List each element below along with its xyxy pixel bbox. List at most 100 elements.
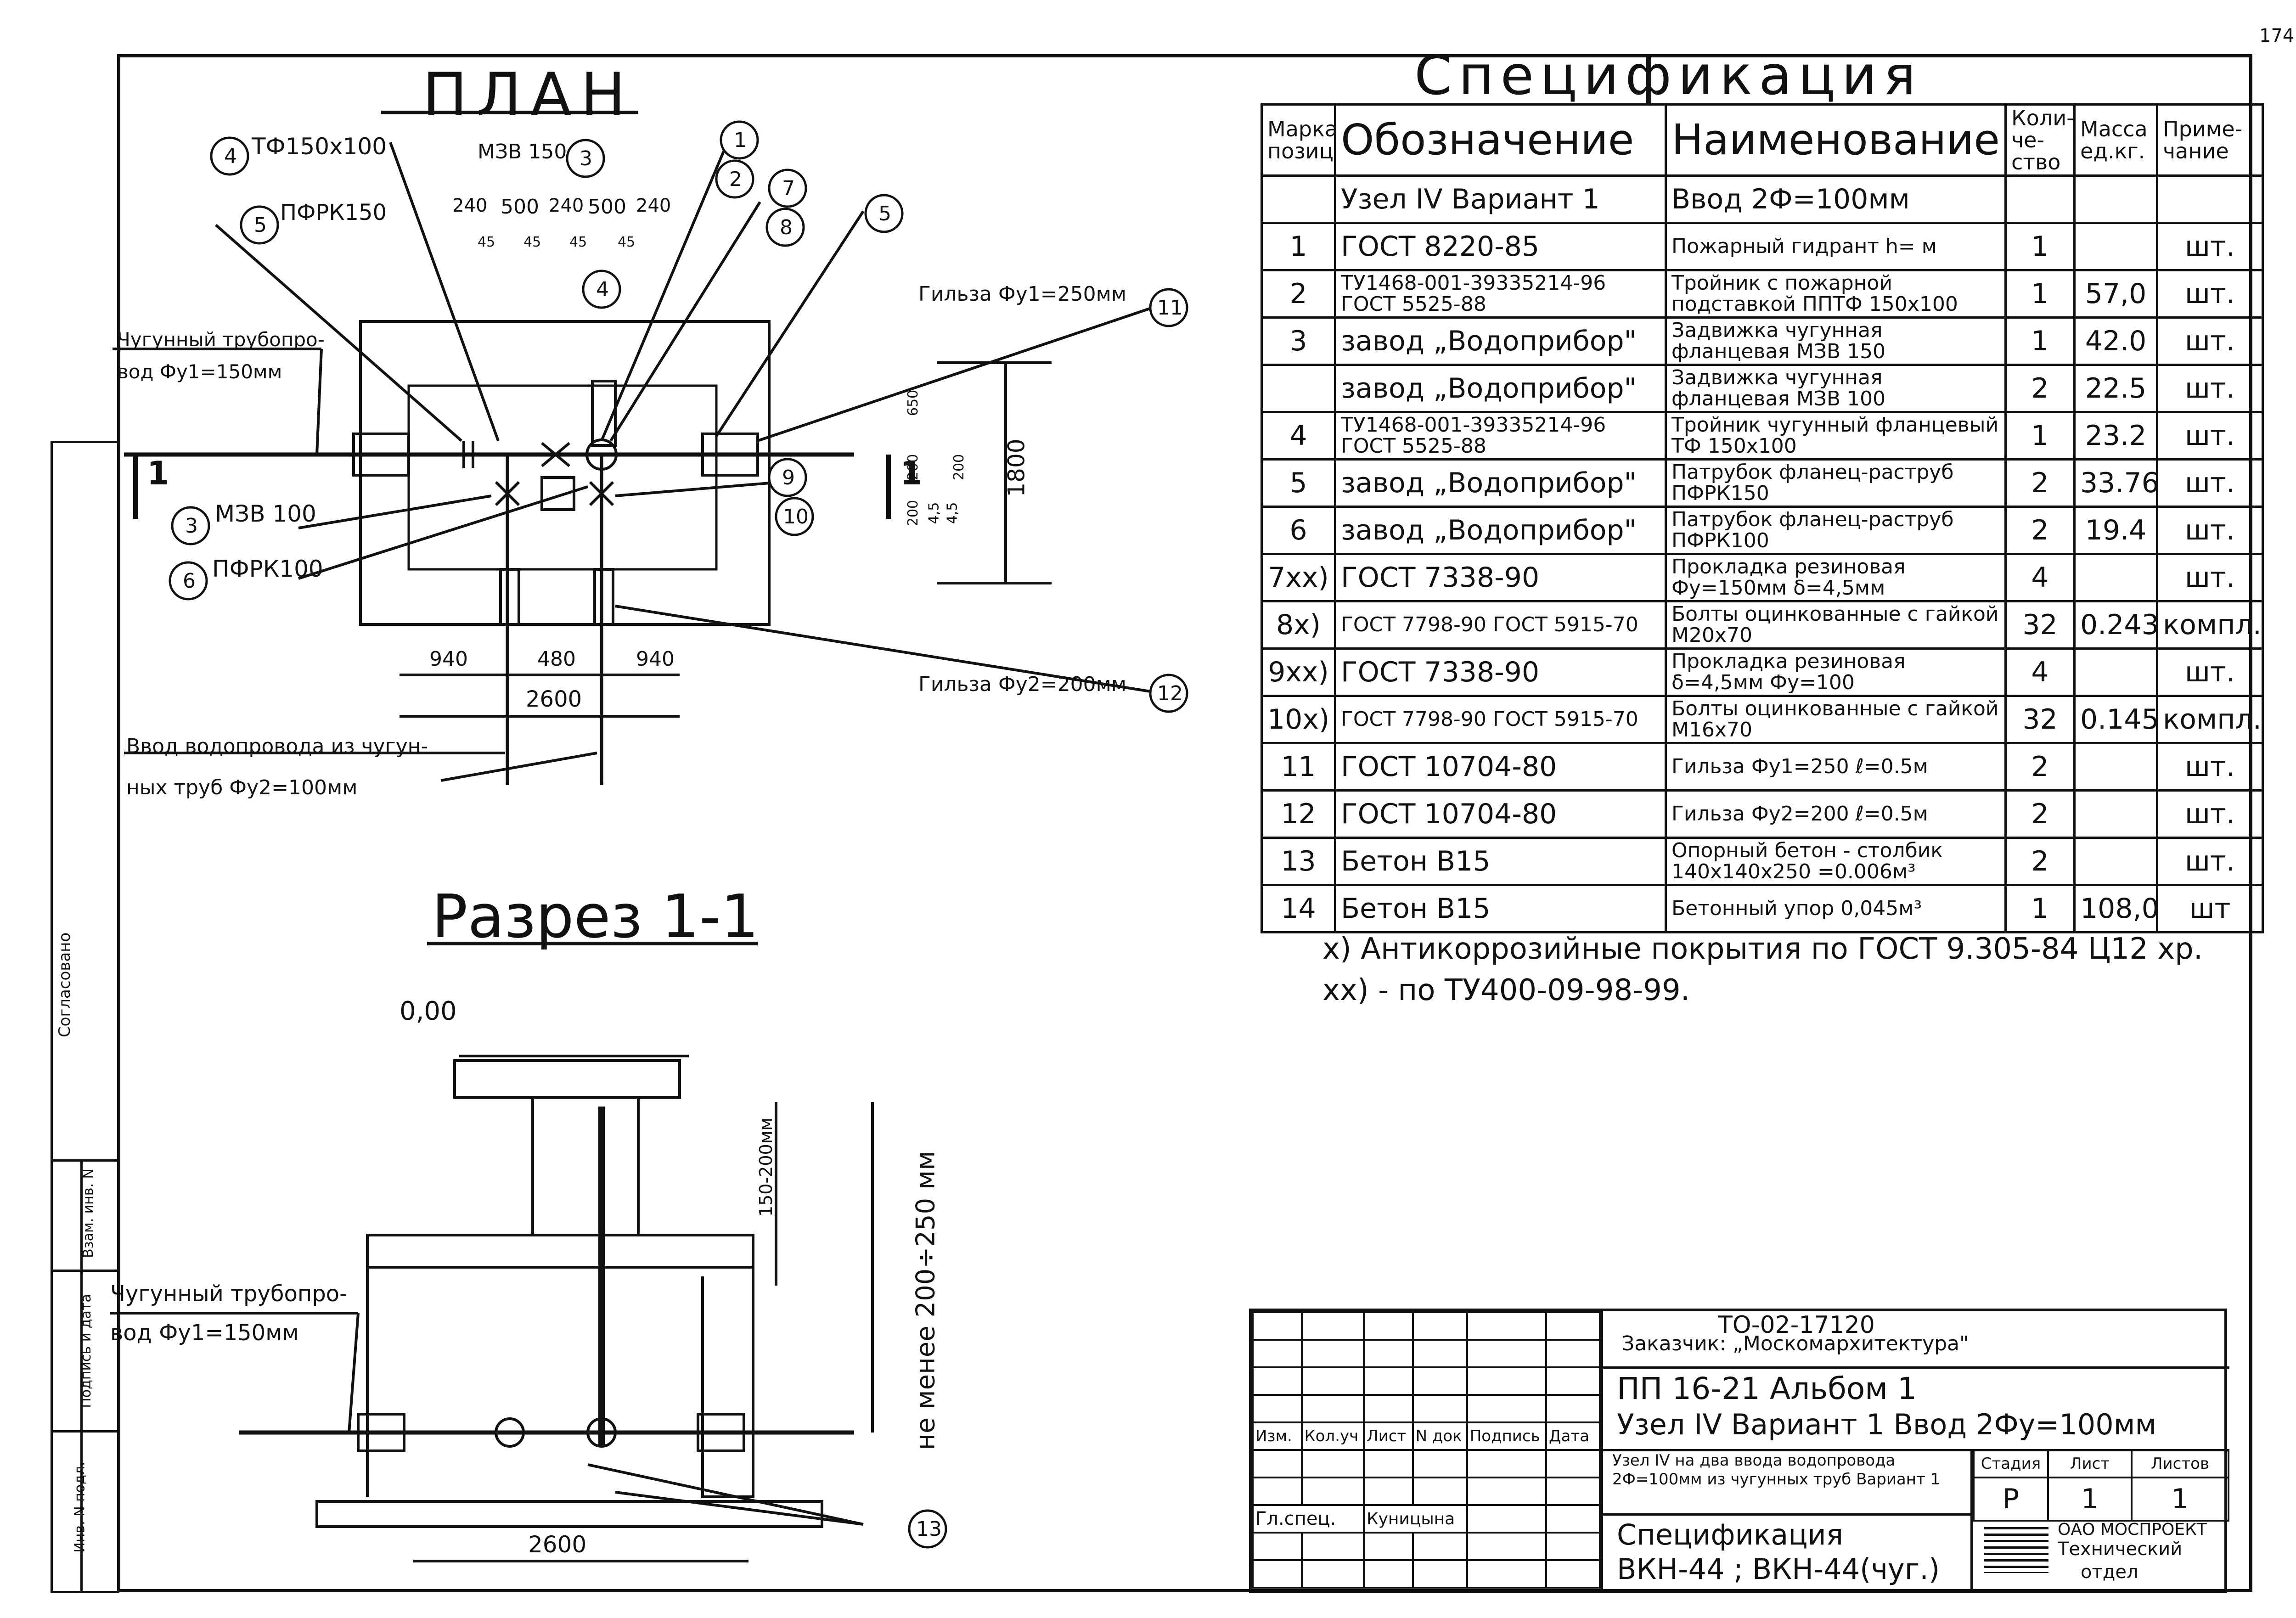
callout-2 <box>715 159 754 199</box>
section-title: Разрез 1-1 <box>432 882 759 951</box>
tb-col-3: N док <box>1412 1421 1468 1451</box>
sleeve-bottom-1 <box>499 568 520 626</box>
dim-bottom-1: 940 <box>429 647 468 671</box>
tb-stage: Р <box>1973 1477 2049 1522</box>
spec-cell-designation: завод „Водоприбор" <box>1334 458 1667 508</box>
spec-cell-pos: 3 <box>1261 316 1336 366</box>
section-pipe-2: вод Фу1=150мм <box>110 1320 299 1346</box>
label-sleeve-1: Гильза Фу1=250мм <box>918 282 1126 306</box>
tb-org-3: отдел <box>2081 1562 2138 1583</box>
spec-cell-name: Пожарный гидрант h= м <box>1665 222 2007 271</box>
spec-cell-mass: 0.145 <box>2073 695 2158 744</box>
spec-cell-note: шт. <box>2156 316 2264 366</box>
dim-top-1: 240 <box>452 195 488 216</box>
spec-cell-designation: завод „Водоприбор" <box>1334 316 1667 366</box>
spec-group-name: Ввод 2Ф=100мм <box>1665 174 2007 224</box>
tb-stage-table: Стадия Лист Листов Р 1 1 <box>1973 1449 2229 1522</box>
dim-right-small-5: 200 <box>905 500 922 527</box>
section-mark-left: 1 <box>147 455 169 492</box>
spec-cell-qty: 1 <box>2004 884 2076 933</box>
label-pipe-main-1: Чугунный трубопро- <box>117 328 325 351</box>
spec-cell-designation: ГОСТ 10704-80 <box>1334 789 1667 839</box>
label-inlet-2: ных труб Фу2=100мм <box>126 776 358 799</box>
callout-5-right-num: 5 <box>878 202 891 225</box>
spec-cell-mass <box>2073 742 2158 792</box>
spec-group-designation: Узел IV Вариант 1 <box>1334 174 1667 224</box>
section-neck <box>531 1096 640 1236</box>
spec-cell-mass <box>2073 222 2158 271</box>
label-pfrk100: ПФРК100 <box>212 556 323 582</box>
tb-col-5: Дата <box>1545 1421 1601 1451</box>
spec-cell-designation: ТУ1468-001-39335214-96 ГОСТ 5525-88 <box>1334 411 1667 461</box>
tb-desc: Узел IV на два ввода водопровода 2Ф=100м… <box>1612 1451 1941 1489</box>
tb-code: ТО-02-17120 <box>1718 1311 1875 1339</box>
spec-cell-mass: 22.5 <box>2073 364 2158 413</box>
callout-10 <box>775 497 814 536</box>
spec-cell-qty: 4 <box>2004 553 2076 602</box>
spec-cell-name: Тройник с пожарной подставкой ППТФ 150х1… <box>1665 269 2007 319</box>
dim-top-3: 240 <box>549 195 584 216</box>
spec-cell-pos: 5 <box>1261 458 1336 508</box>
spec-cell-designation: Бетон В15 <box>1334 884 1667 933</box>
callout-3-left <box>171 506 210 545</box>
dim-top-5: 240 <box>636 195 671 216</box>
dim-right-small-1: 650 <box>905 389 922 416</box>
spec-cell-pos <box>1261 364 1336 413</box>
tb-col-4: Подпись <box>1466 1421 1547 1451</box>
spec-cell-note: шт. <box>2156 506 2264 555</box>
spec-cell-note: шт. <box>2156 411 2264 461</box>
sleeve-left <box>352 433 410 477</box>
spec-cell-name: Патрубок фланец-раструб ПФРК100 <box>1665 506 2007 555</box>
spec-cell-name: Болты оцинкованные с гайкой М20х70 <box>1665 600 2007 650</box>
tb-sheet-name-2: ВКН-44 ; ВКН-44(чуг.) <box>1617 1552 1940 1586</box>
spec-cell-mass: 33.76 <box>2073 458 2158 508</box>
callout-12-num: 12 <box>1157 682 1183 705</box>
spec-cell-qty: 1 <box>2004 222 2076 271</box>
spec-group-row: Узел IV Вариант 1 Ввод 2Ф=100мм <box>1261 174 2264 224</box>
dim-right-small-6: 200 <box>951 454 968 481</box>
chamber-inner <box>407 384 718 571</box>
spec-cell-mass: 19.4 <box>2073 506 2158 555</box>
valve-mzv100-1 <box>495 481 520 506</box>
spec-cell-note: шт. <box>2156 364 2264 413</box>
spec-cell-designation: завод „Водоприбор" <box>1334 364 1667 413</box>
spec-cell-designation: ГОСТ 7338-90 <box>1334 553 1667 602</box>
spec-cell-name: Задвижка чугунная фланцевая МЗВ 150 <box>1665 316 2007 366</box>
spec-cell-designation: завод „Водоприбор" <box>1334 506 1667 555</box>
callout-6 <box>169 561 208 601</box>
section-base <box>315 1500 823 1528</box>
spec-row: завод „Водоприбор"Задвижка чугунная флан… <box>1261 364 2264 413</box>
spec-cell-qty: 4 <box>2004 647 2076 697</box>
callout-8-num: 8 <box>780 216 793 239</box>
dim-right-small-4: 4,5 <box>944 502 961 524</box>
spec-cell-pos: 12 <box>1261 789 1336 839</box>
callout-1-num: 1 <box>734 129 747 152</box>
side-stamp: Согласовано Взам. инв. N Подпись и дата … <box>51 441 119 1593</box>
spec-table: Марка позиц. Обозначение Наименование Ко… <box>1261 103 2264 933</box>
spec-cell-pos: 4 <box>1261 411 1336 461</box>
spec-cell-mass: 57,0 <box>2073 269 2158 319</box>
sleeve-right <box>701 433 759 477</box>
spec-cell-name: Гильза Фу1=250 ℓ=0.5м <box>1665 742 2007 792</box>
callout-11 <box>1149 288 1188 327</box>
section-height: не менее 200÷250 мм <box>911 1151 941 1450</box>
spec-cell-note: шт. <box>2156 837 2264 886</box>
spec-cell-pos: 10x) <box>1261 695 1336 744</box>
spec-cell-qty: 32 <box>2004 695 2076 744</box>
spec-cell-mass <box>2073 553 2158 602</box>
callout-9 <box>768 458 807 497</box>
tb-sheet-name-1: Спецификация <box>1617 1518 1844 1551</box>
spec-cell-note: шт. <box>2156 222 2264 271</box>
plan-and-section-drawing <box>110 111 1188 1562</box>
callout-4-center-num: 4 <box>596 278 609 301</box>
dim-top-4: 500 <box>588 195 626 219</box>
spec-cell-qty: 2 <box>2004 364 2076 413</box>
org-logo-icon <box>1984 1527 2048 1573</box>
spec-cell-pos: 8x) <box>1261 600 1336 650</box>
callout-4-num: 4 <box>224 145 237 168</box>
spec-cell-pos: 14 <box>1261 884 1336 933</box>
